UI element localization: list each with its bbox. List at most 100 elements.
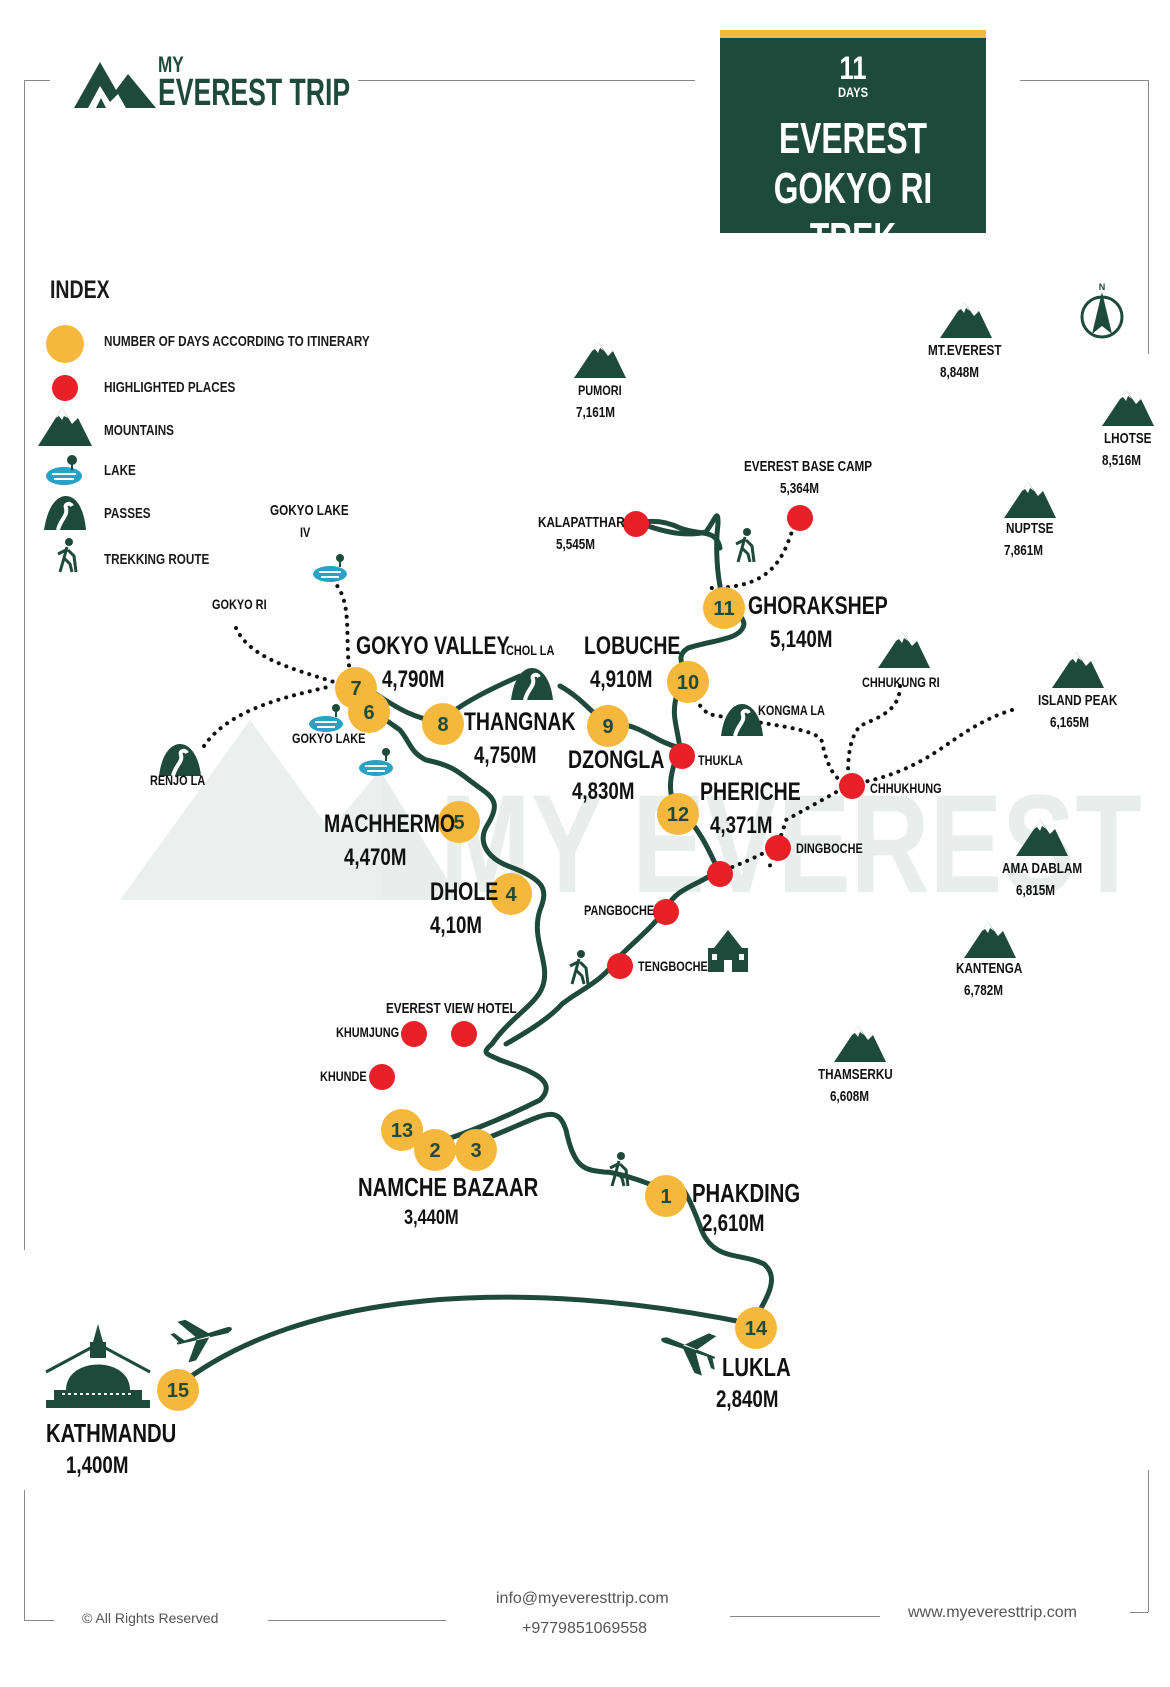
index-label-days: NUMBER OF DAYS ACCORDING TO ITINERARY (104, 333, 370, 350)
day-15: 15 (167, 1380, 189, 1402)
label-kathmandu: KATHMANDU (46, 1418, 177, 1448)
label-ama-dablam-alt: 6,815M (1016, 882, 1056, 899)
frame-bottom-left (24, 1620, 54, 1621)
title-line1: EVEREST (779, 114, 927, 163)
frame-right-bottom (1148, 1470, 1149, 1612)
marker-dingboche (765, 835, 791, 861)
monastery-icon (708, 930, 748, 972)
frame-top-left (24, 80, 50, 81)
pass-kongma-la-icon (719, 702, 765, 738)
day-2: 2 (429, 1140, 440, 1162)
label-chhukung-ri: CHHUKUNG RI (862, 674, 940, 690)
hiker-phakding-icon (608, 1150, 630, 1188)
label-thamserku: THAMSERKU (818, 1066, 893, 1083)
pass-icon (44, 496, 86, 530)
label-island-peak-alt: 6,165M (1050, 714, 1090, 731)
label-machhermo-alt: 4,470M (344, 844, 407, 871)
label-gokyo-valley: GOKYO VALLEY (356, 632, 510, 660)
pass-chol-la-icon (509, 666, 555, 702)
footer-phone-link[interactable]: +9779851069558 (522, 1620, 648, 1637)
label-dingboche: DINGBOCHE (796, 840, 863, 856)
label-gokyo-ri: GOKYO RI (212, 596, 267, 612)
label-pangboche: PANGBOCHE (584, 902, 655, 918)
mountain-nuptse-icon (1004, 482, 1056, 518)
route-gokyo-ri (234, 626, 336, 684)
route-ebc (708, 516, 798, 590)
marker-khunde (369, 1064, 395, 1090)
title-days-label: DAYS (837, 84, 869, 100)
label-dzongla-alt: 4,830M (572, 778, 635, 805)
label-thukla: THUKLA (698, 752, 743, 768)
index-title: INDEX (50, 276, 110, 304)
day-7: 7 (350, 678, 361, 700)
marker-ebc (787, 505, 813, 531)
label-everest-alt: 8,848M (940, 364, 980, 381)
hiker-tengboche-icon (568, 948, 590, 986)
label-nuptse: NUPTSE (1006, 520, 1054, 537)
label-lobuche: LOBUCHE (584, 632, 681, 660)
label-pheriche: PHERICHE (700, 778, 801, 806)
label-everest-view: EVEREST VIEW HOTEL (386, 1000, 517, 1017)
compass-icon: N (1080, 282, 1124, 339)
label-kathmandu-alt: 1,400M (66, 1452, 129, 1479)
lake-gokyo-iv-icon (312, 553, 348, 583)
label-ebc: EVEREST BASE CAMP (744, 458, 873, 475)
hiker-icon (57, 538, 78, 573)
label-pumori-alt: 7,161M (576, 404, 616, 421)
label-lukla: LUKLA (722, 1352, 791, 1382)
label-chol-la: CHOL LA (506, 642, 555, 658)
label-gorakshep: GHORAKSHEP (748, 592, 888, 620)
day-9: 9 (602, 716, 613, 738)
red-dot-icon (52, 375, 78, 401)
day-6: 6 (363, 702, 374, 724)
mountain-everest-icon (940, 302, 992, 338)
day-5: 5 (453, 812, 464, 834)
hiker-ebc-icon (734, 526, 756, 564)
marker-thukla (669, 743, 695, 769)
footer-email-link[interactable]: info@myeveresttrip.com (496, 1590, 669, 1607)
brand-logo: MY EVEREST TRIP (74, 52, 350, 112)
footer-copyright: © All Rights Reserved (82, 1610, 219, 1626)
lake-gokyo-2-icon (358, 747, 394, 777)
frame-right-top (1148, 80, 1149, 354)
label-lhotse: LHOTSE (1104, 430, 1152, 447)
label-pheriche-alt: 4,371M (710, 812, 773, 839)
marker-pheriche-south (707, 861, 733, 887)
footer-website-link[interactable]: www.myeveresttrip.com (908, 1604, 1077, 1621)
label-thangnak: THANGNAK (464, 708, 576, 736)
marker-chhukhung (839, 773, 865, 799)
label-namche: NAMCHE BAZAAR (358, 1172, 539, 1202)
index-label-mountains: MOUNTAINS (104, 422, 174, 439)
label-phakding-alt: 2,610M (702, 1210, 765, 1237)
stupa-icon (45, 1324, 151, 1408)
frame-bottom-mid-right (730, 1616, 880, 1617)
frame-top-mid (358, 80, 695, 81)
label-gokyo-valley-alt: 4,790M (382, 666, 445, 693)
logo-mountain-icon (74, 62, 156, 108)
index-label-passes: PASSES (104, 505, 151, 522)
label-phakding: PHAKDING (692, 1178, 801, 1208)
brand-line1: MY (158, 52, 184, 77)
marker-pangboche (653, 899, 679, 925)
mountain-kantenga-icon (964, 922, 1016, 958)
route-gokyo-lake-iv (330, 578, 352, 674)
frame-bottom-mid-left (268, 1620, 446, 1621)
label-ama-dablam: AMA DABLAM (1002, 860, 1083, 877)
marker-everest-view (451, 1021, 477, 1047)
label-kalapatthar-alt: 5,545M (556, 536, 596, 553)
label-dhole-alt: 4,10M (430, 912, 483, 939)
label-kongma-la: KONGMA LA (758, 702, 825, 718)
frame-top-right (1020, 80, 1148, 81)
mountain-chhukung-ri-icon (878, 632, 930, 668)
day-8: 8 (437, 714, 448, 736)
marker-khumjung (401, 1021, 427, 1047)
mountain-pumori-icon (574, 342, 626, 378)
day-4: 4 (505, 884, 517, 906)
index-label-highlighted: HIGHLIGHTED PLACES (104, 379, 236, 396)
mountain-island-peak-icon (1052, 652, 1104, 688)
label-chhukhung: CHHUKHUNG (870, 780, 942, 796)
label-nuptse-alt: 7,861M (1004, 542, 1044, 559)
lake-icon (46, 455, 82, 485)
label-ebc-alt: 5,364M (780, 480, 820, 497)
label-tengboche: TENGBOCHE (638, 958, 708, 974)
